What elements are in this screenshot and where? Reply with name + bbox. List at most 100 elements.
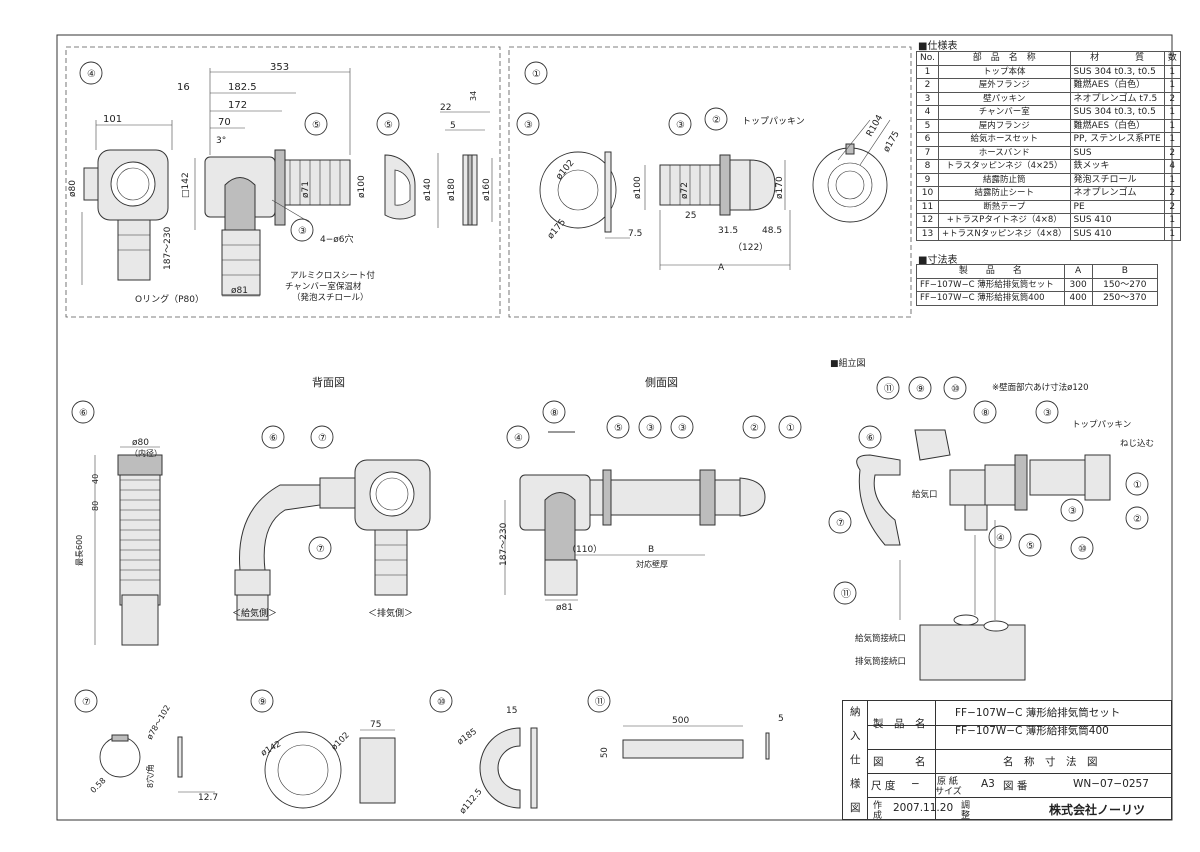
side-char-1: 入 [850, 730, 861, 742]
drawing-name: 名 称 寸 法 図 [1003, 756, 1098, 768]
dim-A: A [718, 263, 725, 273]
label-holes: 4−ø6穴 [320, 233, 354, 245]
label-insulation-1: アルミクロスシート付 [290, 270, 375, 281]
dim-102: ø102 [554, 158, 576, 182]
svg-text:⑤: ⑤ [1026, 541, 1035, 552]
label-wall-thickness: 対応壁厚 [636, 559, 668, 569]
spec-cell: 1 [1163, 78, 1181, 93]
spec-cell: 1 [1163, 226, 1181, 241]
spec-cell: 2 [916, 78, 939, 93]
svg-text:⑥: ⑥ [269, 433, 278, 444]
spec-cell: トラスタッピンネジ（4×25） [937, 159, 1071, 174]
spec-cell: SUS [1069, 145, 1165, 160]
dim-353: 353 [270, 62, 289, 73]
svg-text:⑦: ⑦ [316, 544, 325, 555]
drawing-number-label: 図 番 [1003, 780, 1028, 792]
svg-text:⑨: ⑨ [916, 384, 925, 395]
svg-text:⑪: ⑪ [595, 696, 605, 708]
dim-78-102: ø78〜102 [145, 703, 172, 741]
dim-34: 34 [469, 91, 478, 101]
dim-50: 50 [600, 747, 610, 758]
made-label-1: 作 [873, 801, 883, 811]
dim-500: 500 [672, 716, 689, 726]
spec-cell: 10 [916, 186, 939, 201]
spec-cell: 2 [1163, 186, 1181, 201]
dim-110: （110） [567, 544, 602, 555]
spec-cell: ネオプレンゴム [1069, 186, 1165, 201]
svg-text:⑤: ⑤ [384, 120, 393, 131]
spec-cell: 11 [916, 199, 939, 214]
spec-cell: 屋外フランジ [937, 78, 1071, 93]
detail-box-4-5 [65, 46, 501, 318]
spec-cell: 1 [1163, 213, 1181, 228]
spec-cell: 1 [1163, 64, 1181, 79]
svg-text:⑧: ⑧ [981, 408, 990, 419]
side-char-2: 仕 [850, 754, 861, 766]
dim-cell: 150〜270 [1091, 277, 1159, 292]
paper-size-value: A3 [981, 778, 995, 790]
drawing-name-label: 図 名 [873, 756, 926, 768]
label-supply-connection: 給気筒接続口 [855, 633, 906, 644]
dim-80: ø80 [68, 180, 78, 197]
dim-81b: ø81 [556, 603, 573, 613]
label-supply-port: 給気口 [912, 489, 938, 500]
side-view: ⑧ ④ ⑤ ③ ③ ② ① [504, 400, 802, 601]
dim-175: ø175 [546, 217, 568, 241]
dim-16: 16 [177, 82, 190, 93]
spec-table-heading: ■仕様表 [918, 41, 958, 52]
label-exhaust-side: ＜排気側＞ [368, 607, 413, 619]
dim-185: ø185 [456, 727, 479, 747]
svg-text:⑦: ⑦ [318, 433, 327, 444]
spec-cell: 壁パッキン [937, 91, 1071, 106]
spec-cell: PP, ステンレス系PTE [1069, 132, 1165, 147]
spec-cell: 鉄メッキ [1069, 159, 1165, 174]
svg-text:⑩: ⑩ [437, 697, 446, 708]
spec-cell: 給気ホースセット [937, 132, 1071, 147]
svg-text:③: ③ [678, 423, 687, 434]
dim-175b: ø175 [882, 130, 902, 155]
dim-table-heading: ■寸法表 [918, 255, 958, 266]
label-exhaust-connection: 排気筒接続口 [855, 656, 906, 667]
spec-cell: 5 [916, 118, 939, 133]
dim-102b: ø102 [330, 730, 352, 752]
label-wall-hole: ※壁面部穴あけ寸法ø120 [992, 382, 1089, 393]
svg-text:⑪: ⑪ [841, 588, 851, 600]
svg-text:④: ④ [996, 533, 1005, 544]
spec-cell: 難燃AES（白色） [1069, 78, 1165, 93]
spec-cell: 3 [916, 91, 939, 106]
spec-cell: 1 [1163, 118, 1181, 133]
dim-187b: 187〜230 [499, 522, 509, 566]
side-char-3: 様 [850, 778, 861, 790]
sheet-border [56, 34, 1173, 821]
dim-5: 5 [450, 121, 456, 131]
dim-187-230: 187〜230 [163, 226, 173, 270]
detail-box-1 [508, 46, 912, 318]
spec-header-cell: 材 質 [1069, 51, 1165, 66]
spec-cell: 1 [1163, 172, 1181, 187]
part-1: ① ③ ③ ② [516, 61, 891, 270]
dim-142b: ø142 [259, 739, 283, 758]
svg-text:⑥: ⑥ [79, 408, 88, 419]
svg-text:①: ① [532, 69, 541, 80]
spec-cell: 屋内フランジ [937, 118, 1071, 133]
dim-122: （122） [733, 242, 768, 253]
dim-140: ø140 [423, 178, 433, 201]
spec-cell: 8 [916, 159, 939, 174]
dim-3deg: 3° [216, 136, 226, 146]
product-name-1: FF−107W−C 薄形給排気筒セット [955, 707, 1121, 719]
spec-cell: 6 [916, 132, 939, 147]
dim-8hole: 8穴/角 [145, 764, 155, 788]
spec-header-cell: 部 品 名 称 [937, 51, 1071, 66]
svg-text:③: ③ [298, 226, 307, 237]
dim-5b: 5 [778, 714, 784, 724]
label-insulation-3: （発泡スチロール） [292, 292, 369, 303]
